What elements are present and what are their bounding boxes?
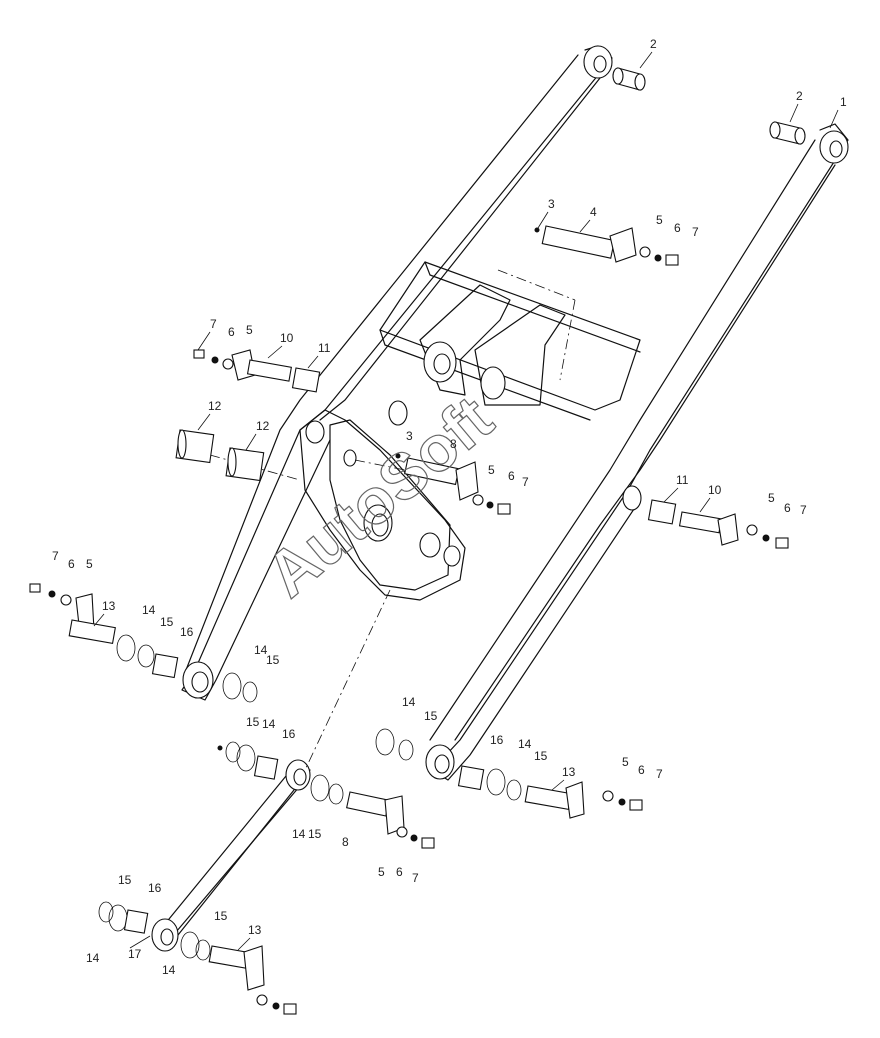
callout-labels: 1 2 2 3 4 5 6 7 7 6 5 10 11 12 12 3 8 5 …	[52, 37, 847, 977]
callout-15-d: 15	[246, 715, 260, 729]
callout-6-lower-left: 6	[68, 557, 75, 571]
pin-13-right-assembly	[375, 728, 643, 819]
pin-8-lower-assembly	[217, 741, 435, 849]
callout-13-bottom: 13	[248, 923, 262, 937]
callout-11-right: 11	[676, 473, 689, 487]
callout-14-c: 14	[402, 695, 416, 709]
cylinder-bracket	[419, 284, 566, 406]
callout-15-h: 15	[214, 909, 228, 923]
boom-mid-hole	[388, 400, 408, 426]
callout-5-lower-left: 5	[86, 557, 93, 571]
callout-12-b: 12	[256, 419, 270, 433]
callout-7-bottom: 7	[412, 871, 419, 885]
callout-13-left: 13	[102, 599, 116, 613]
callout-16-d: 16	[148, 881, 162, 895]
callout-6-bottom: 6	[396, 865, 403, 879]
boom-frame	[181, 45, 849, 781]
callout-7-mid: 7	[522, 475, 529, 489]
callout-7-top: 7	[692, 225, 699, 239]
callout-5-right: 5	[768, 491, 775, 505]
link-rod	[151, 759, 311, 952]
callout-17: 17	[128, 947, 142, 961]
callout-8-bottom: 8	[342, 835, 349, 849]
callout-14-a: 14	[142, 603, 156, 617]
boom-eye-left-top	[583, 45, 613, 79]
leader-lines	[93, 51, 839, 951]
callout-10-left: 10	[280, 331, 294, 345]
callout-7-lower-left: 7	[52, 549, 59, 563]
bellcrank-lever	[299, 409, 466, 601]
callout-13-right: 13	[562, 765, 576, 779]
callout-1: 1	[840, 95, 847, 109]
callout-6-mid: 6	[508, 469, 515, 483]
callout-14-b: 14	[254, 643, 268, 657]
boom-side-hole	[622, 485, 642, 511]
callout-8-top: 8	[450, 437, 457, 451]
bushing-2-left	[612, 67, 646, 91]
callout-5-mid: 5	[488, 463, 495, 477]
callout-5-bottom: 5	[378, 865, 385, 879]
callout-4: 4	[590, 205, 597, 219]
pin-13-left-assembly	[29, 583, 179, 679]
callout-16-b: 16	[282, 727, 296, 741]
callout-16-a: 16	[180, 625, 194, 639]
callout-7-lower-right: 7	[656, 767, 663, 781]
callout-15-a: 15	[160, 615, 174, 629]
callout-15-c: 15	[424, 709, 438, 723]
pin-4-assembly	[534, 225, 679, 266]
boom-eye-left-bottom	[182, 661, 214, 699]
callout-5-top: 5	[656, 213, 663, 227]
boom-eye-right-top	[819, 130, 849, 164]
seal-rings-left-bottom	[222, 672, 258, 703]
callout-5-lower-right: 5	[622, 755, 629, 769]
pin-13-bottom-assembly	[98, 901, 297, 1015]
callout-14-f: 14	[292, 827, 306, 841]
callout-2-right: 2	[796, 89, 803, 103]
pin-8-upper-assembly	[395, 453, 511, 515]
callout-16-c: 16	[490, 733, 504, 747]
callout-5-left: 5	[246, 323, 253, 337]
callout-6-top: 6	[674, 221, 681, 235]
callout-6-lower-right: 6	[638, 763, 645, 777]
pin-10-left-assembly	[193, 349, 321, 393]
callout-12-a: 12	[208, 399, 222, 413]
callout-10-right: 10	[708, 483, 722, 497]
callout-2-left: 2	[650, 37, 657, 51]
callout-15-g: 15	[118, 873, 132, 887]
callout-6-right: 6	[784, 501, 791, 515]
callout-7-right: 7	[800, 503, 807, 517]
boom-eye-right-bottom	[425, 744, 455, 780]
callout-3-top: 3	[548, 197, 555, 211]
callout-15-b: 15	[266, 653, 280, 667]
callout-6-left: 6	[228, 325, 235, 339]
callout-14-e: 14	[518, 737, 532, 751]
callout-7-left: 7	[210, 317, 217, 331]
callout-15-e: 15	[534, 749, 548, 763]
callout-15-f: 15	[308, 827, 322, 841]
callout-3-mid: 3	[406, 429, 413, 443]
bushing-12-pair	[175, 429, 265, 482]
bushing-2-right	[769, 121, 806, 145]
callout-11-left: 11	[318, 341, 331, 355]
callout-14-h: 14	[162, 963, 176, 977]
callout-14-g: 14	[86, 951, 100, 965]
callout-14-d: 14	[262, 717, 276, 731]
pin-10-right-assembly	[647, 499, 789, 549]
